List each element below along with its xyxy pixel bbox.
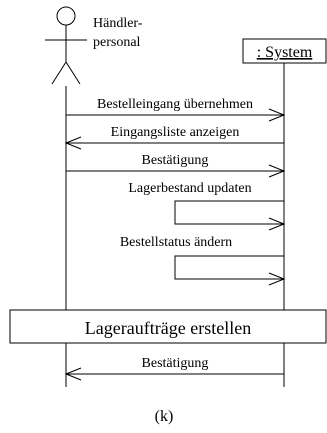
message-4-arrowhead bbox=[268, 217, 286, 231]
message-1: Bestelleingang übernehmen bbox=[66, 97, 286, 122]
message-1-label: Bestelleingang übernehmen bbox=[97, 97, 253, 112]
message-5-arrowhead bbox=[268, 272, 286, 286]
message-2: Eingangsliste anzeigen bbox=[64, 125, 284, 150]
message-6-arrowhead bbox=[64, 367, 82, 381]
message-5-label: Bestellstatus ändern bbox=[120, 235, 232, 250]
message-1-arrowhead bbox=[268, 108, 286, 122]
fragment-label: Lageraufträge erstellen bbox=[85, 318, 251, 338]
message-4-loop bbox=[174, 200, 284, 225]
message-4-self: Lagerbestand updaten bbox=[128, 181, 286, 231]
actor-right-leg bbox=[65, 61, 81, 85]
system-label: : System bbox=[257, 44, 313, 61]
actor-figure bbox=[45, 6, 87, 85]
actor-left-leg bbox=[51, 61, 67, 85]
message-3-label: Bestätigung bbox=[142, 153, 209, 168]
message-3: Bestätigung bbox=[66, 153, 286, 178]
fragment-box bbox=[9, 309, 327, 344]
figure-caption: (k) bbox=[155, 408, 174, 425]
message-2-label: Eingangsliste anzeigen bbox=[111, 125, 240, 140]
message-6-label: Bestätigung bbox=[142, 356, 209, 371]
message-3-arrowhead bbox=[268, 164, 286, 178]
actor-label-line1: Händler- bbox=[93, 16, 143, 31]
actor-label-line2: personal bbox=[93, 35, 141, 50]
message-2-arrowhead bbox=[64, 136, 82, 150]
actor-head bbox=[56, 6, 76, 26]
message-5-loop bbox=[174, 255, 284, 280]
message-6: Bestätigung bbox=[64, 356, 284, 381]
message-4-label: Lagerbestand updaten bbox=[128, 181, 251, 196]
message-5-self: Bestellstatus ändern bbox=[120, 235, 286, 286]
